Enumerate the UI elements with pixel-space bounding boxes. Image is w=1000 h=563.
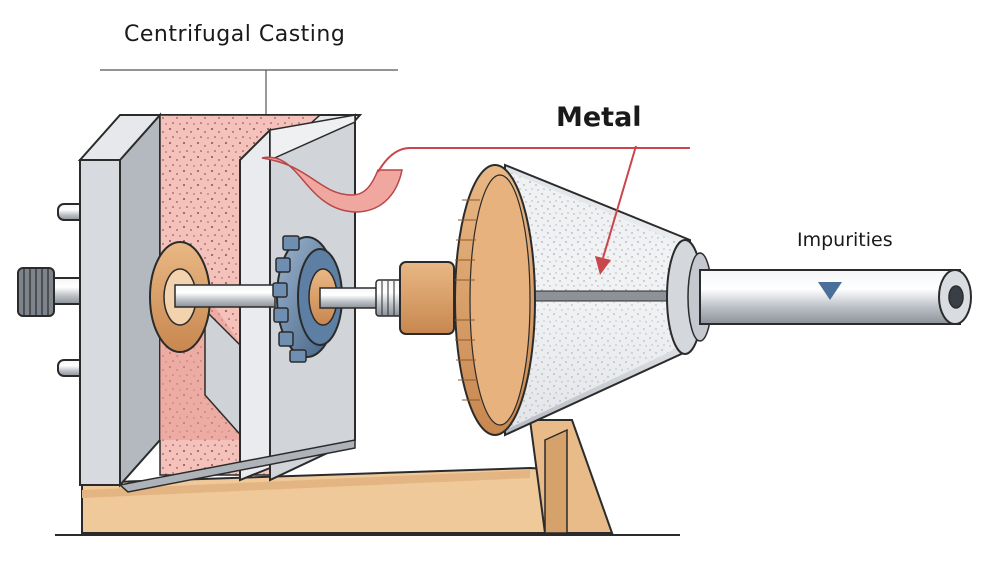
output-shaft: [699, 269, 972, 325]
impurity-triangle-marker-icon: [818, 282, 842, 300]
metal-pointer: [595, 145, 637, 275]
metal-label: Metal: [556, 102, 642, 133]
crank-knob: [17, 267, 86, 317]
impurities-label: Impurities: [797, 229, 893, 251]
rotating-cone-mold: [454, 163, 713, 437]
mold-shaft: [174, 284, 276, 308]
connecting-shaft: [319, 261, 455, 335]
diagram-title: Centrifugal Casting: [124, 22, 346, 47]
molten-metal-pour: [261, 147, 690, 213]
wooden-base: [55, 419, 680, 536]
